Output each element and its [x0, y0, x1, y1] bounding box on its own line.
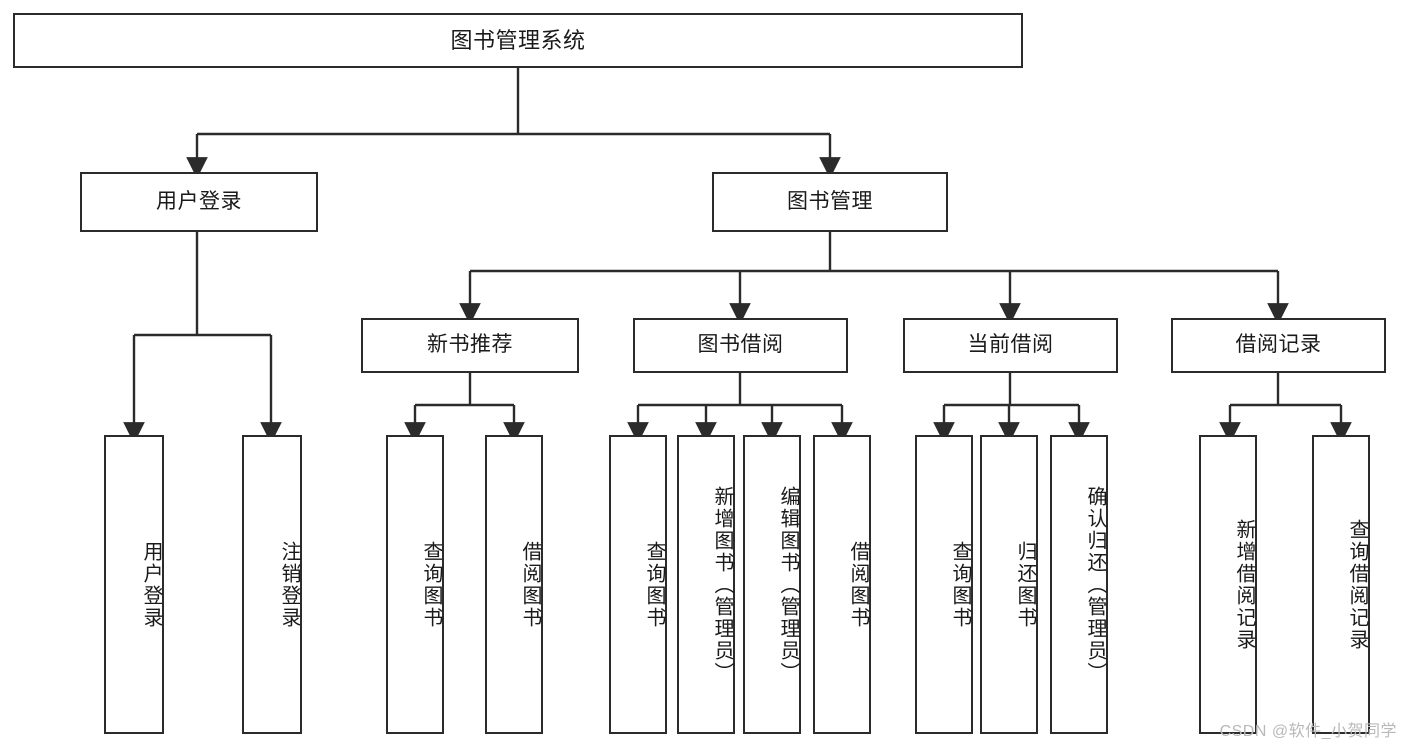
leaf-borrow-record-query[interactable]: 查询借阅记录: [1312, 435, 1370, 734]
node-label: 图书借阅: [697, 333, 784, 357]
node-root-system[interactable]: 图书管理系统: [13, 13, 1023, 68]
node-label: 当前借阅: [967, 333, 1054, 357]
leaf-current-borrow-return[interactable]: 归还图书: [980, 435, 1038, 734]
leaf-new-book-borrow[interactable]: 借阅图书: [485, 435, 543, 734]
node-label: 确认归还（管理员）: [1084, 485, 1106, 684]
node-label: 新增借阅记录: [1233, 518, 1255, 651]
watermark-text: CSDN @软件_小贺同学: [1219, 723, 1397, 740]
node-label: 新书推荐: [427, 333, 513, 357]
node-book-borrow[interactable]: 图书借阅: [633, 318, 848, 373]
node-label: 查询图书: [643, 540, 665, 629]
node-label: 用户登录: [140, 540, 162, 629]
leaf-new-book-query[interactable]: 查询图书: [386, 435, 444, 734]
leaf-book-borrow-edit[interactable]: 编辑图书（管理员）: [743, 435, 801, 734]
node-label: 查询图书: [949, 540, 971, 629]
node-label: 注销登录: [278, 540, 300, 629]
node-user-login[interactable]: 用户登录: [80, 172, 318, 232]
node-label: 借阅图书: [519, 540, 541, 629]
leaf-book-borrow-add[interactable]: 新增图书（管理员）: [677, 435, 735, 734]
leaf-current-borrow-query[interactable]: 查询图书: [915, 435, 973, 734]
node-label: 查询借阅记录: [1346, 518, 1368, 651]
node-label: 图书管理: [787, 189, 873, 213]
node-label: 归还图书: [1014, 540, 1036, 629]
node-borrow-record[interactable]: 借阅记录: [1171, 318, 1386, 373]
leaf-book-borrow-query[interactable]: 查询图书: [609, 435, 667, 734]
leaf-user-login-login[interactable]: 用户登录: [104, 435, 164, 734]
leaf-book-borrow-borrow[interactable]: 借阅图书: [813, 435, 871, 734]
node-label: 借阅记录: [1235, 333, 1322, 357]
node-new-book-recommend[interactable]: 新书推荐: [361, 318, 579, 373]
leaf-current-borrow-confirm-return[interactable]: 确认归还（管理员）: [1050, 435, 1108, 734]
node-label: 图书管理系统: [450, 27, 586, 53]
leaf-borrow-record-add[interactable]: 新增借阅记录: [1199, 435, 1257, 734]
node-label: 借阅图书: [847, 540, 869, 629]
node-current-borrow[interactable]: 当前借阅: [903, 318, 1118, 373]
node-label: 查询图书: [420, 540, 442, 629]
node-label: 用户登录: [156, 189, 242, 213]
node-label: 编辑图书（管理员）: [777, 485, 799, 684]
node-book-management[interactable]: 图书管理: [712, 172, 948, 232]
leaf-user-login-logout[interactable]: 注销登录: [242, 435, 302, 734]
node-label: 新增图书（管理员）: [711, 485, 733, 684]
